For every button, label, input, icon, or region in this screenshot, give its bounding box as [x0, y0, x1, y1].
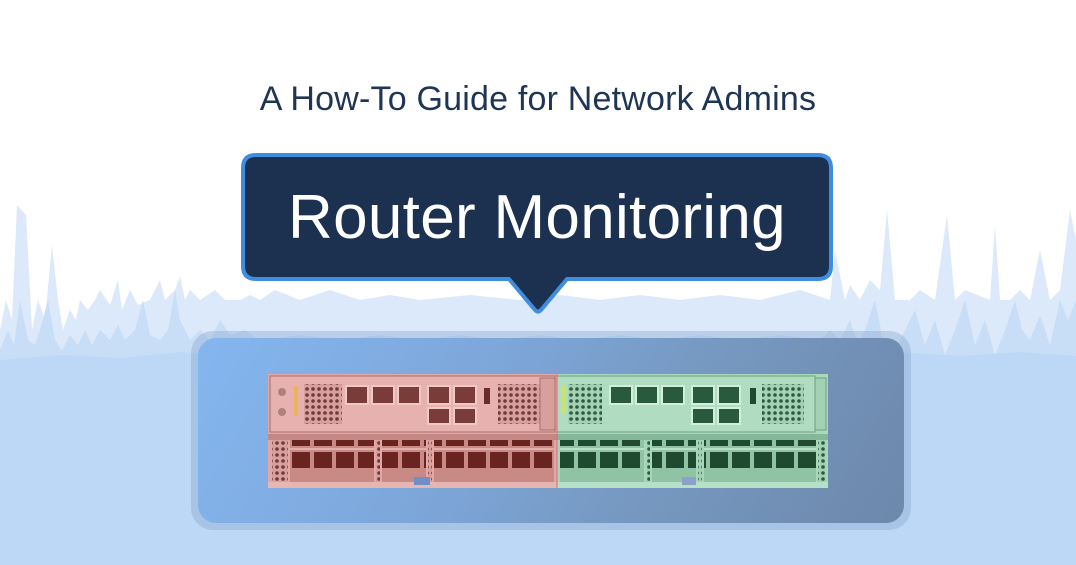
router-right-module	[556, 374, 828, 488]
page-title: Router Monitoring	[288, 182, 786, 252]
guide-subtitle: A How-To Guide for Network Admins	[259, 80, 817, 118]
router-illustration	[268, 374, 828, 488]
title-callout-bubble	[241, 153, 833, 314]
router-left-module	[268, 374, 557, 488]
